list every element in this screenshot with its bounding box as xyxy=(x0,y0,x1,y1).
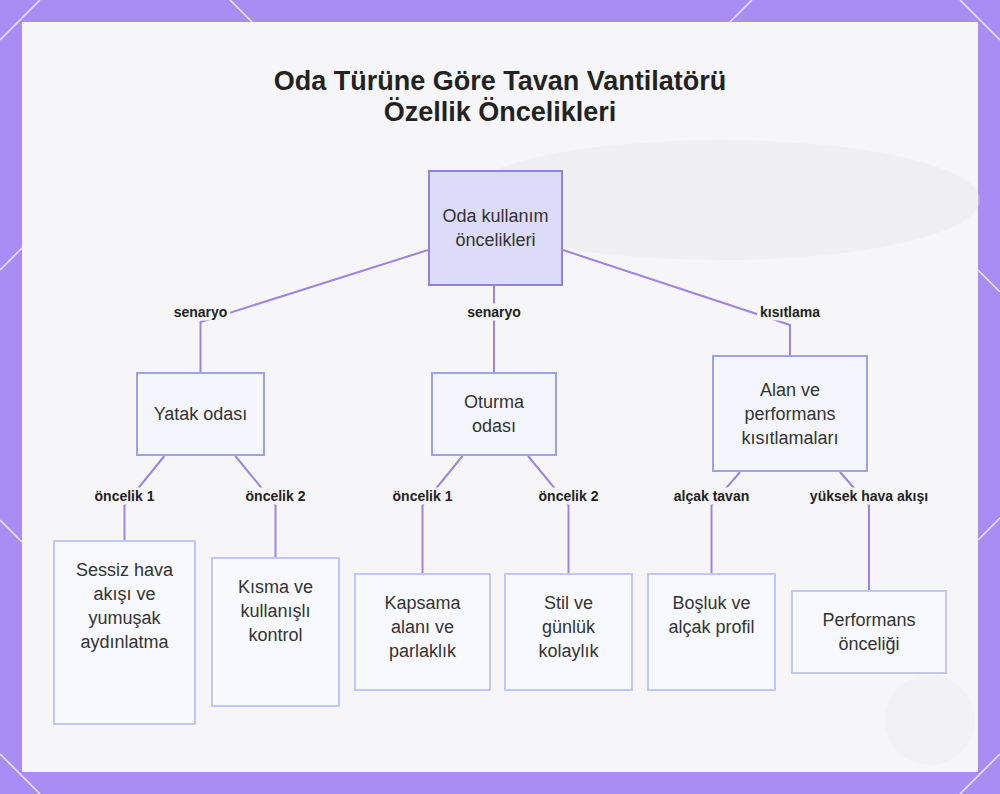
edge-label: kısıtlama xyxy=(757,304,823,321)
diagram-title: Oda Türüne Göre Tavan Vantilatörü Özelli… xyxy=(230,66,770,128)
category-box: Oturma odası xyxy=(431,372,557,456)
priority-box: Stil ve günlük kolaylık xyxy=(504,573,633,691)
connector xyxy=(235,456,275,557)
edge-label: yüksek hava akışı xyxy=(807,488,931,505)
connector xyxy=(563,250,790,355)
connector xyxy=(528,456,568,573)
node-text: Kısma ve kullanışlı kontrol xyxy=(223,575,328,647)
decor-line xyxy=(0,248,22,270)
decor-line xyxy=(978,518,1000,540)
priority-box: Kısma ve kullanışlı kontrol xyxy=(211,557,340,707)
decor-line xyxy=(0,520,22,542)
connector xyxy=(201,250,429,372)
priority-box: Kapsama alanı ve parlaklık xyxy=(354,573,491,691)
priority-box: Sessiz hava akışı ve yumuşak aydınlatma xyxy=(53,540,196,725)
node-text: Performans önceliği xyxy=(803,608,935,656)
edge-label: öncelik 1 xyxy=(390,488,456,505)
node-text: Yatak odası xyxy=(154,402,248,426)
photo-shape xyxy=(885,675,975,765)
category-box: Yatak odası xyxy=(136,372,265,456)
connector xyxy=(423,456,463,573)
node-text: Kapsama alanı ve parlaklık xyxy=(366,591,479,663)
edge-label: öncelik 2 xyxy=(536,488,602,505)
edge-label: öncelik 1 xyxy=(92,488,158,505)
root-box: Oda kullanım öncelikleri xyxy=(428,170,563,286)
decor-line xyxy=(978,270,1000,292)
edge-label: senaryo xyxy=(464,304,524,321)
edge-label: öncelik 2 xyxy=(243,488,309,505)
panel xyxy=(22,22,978,772)
node-text: Boşluk ve alçak profil xyxy=(659,591,764,639)
connector xyxy=(493,286,495,372)
priority-box: Performans önceliği xyxy=(791,590,947,674)
edge-label: alçak tavan xyxy=(671,488,753,505)
node-text: Oda kullanım öncelikleri xyxy=(440,204,551,252)
decor-line xyxy=(230,0,252,22)
edge-label: senaryo xyxy=(171,304,231,321)
node-text: Oturma odası xyxy=(443,390,545,438)
node-text: Alan ve performans kısıtlamaları xyxy=(724,378,856,450)
priority-box: Boşluk ve alçak profil xyxy=(647,573,776,691)
decor-line xyxy=(730,0,752,22)
node-text: Sessiz hava akışı ve yumuşak aydınlatma xyxy=(65,558,184,654)
category-box: Alan ve performans kısıtlamaları xyxy=(712,355,868,472)
node-text: Stil ve günlük kolaylık xyxy=(516,591,621,663)
